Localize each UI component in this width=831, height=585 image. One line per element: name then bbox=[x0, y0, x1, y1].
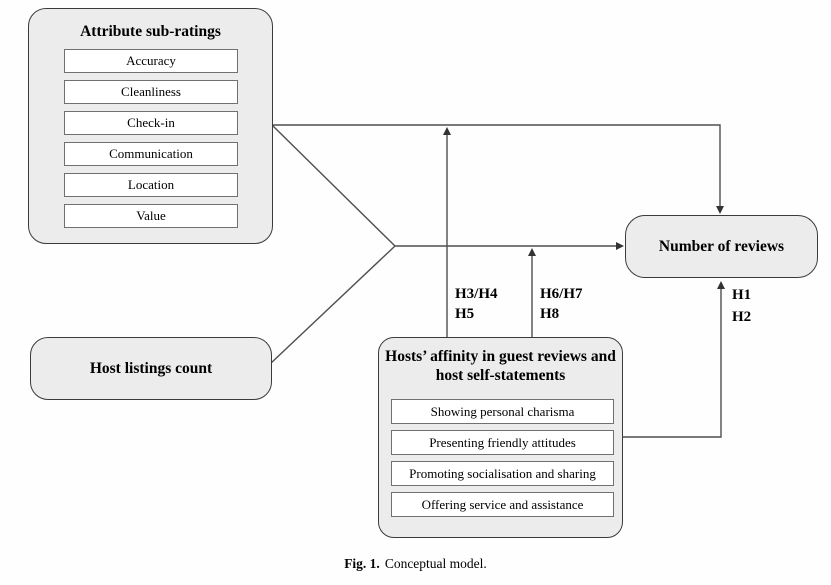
subrating-item-checkin: Check-in bbox=[64, 111, 238, 135]
host-listings-count-box: Host listings count bbox=[30, 337, 272, 400]
hypothesis-label-h1: H1 bbox=[732, 287, 752, 303]
hypothesis-label-h8: H8 bbox=[540, 306, 560, 322]
arrowhead-up-icon bbox=[528, 248, 536, 256]
subrating-item-accuracy: Accuracy bbox=[64, 49, 238, 73]
subrating-item-value: Value bbox=[64, 204, 238, 228]
arrowhead-right-icon bbox=[616, 242, 624, 250]
subrating-item-location: Location bbox=[64, 173, 238, 197]
hosts-affinity-box: Hosts’ affinity in guest reviews and hos… bbox=[378, 337, 623, 538]
hypothesis-label-h3h4: H3/H4 bbox=[455, 286, 498, 302]
arrowhead-up-icon bbox=[717, 281, 725, 289]
arrow-attr-to-reviews-top bbox=[272, 124, 721, 207]
hypothesis-label-h2: H2 bbox=[732, 309, 752, 325]
arrowhead-up-icon bbox=[443, 127, 451, 135]
figure-caption-text: Conceptual model. bbox=[384, 556, 487, 571]
line-attr-to-junction bbox=[271, 124, 396, 247]
subrating-item-cleanliness: Cleanliness bbox=[64, 80, 238, 104]
hypothesis-label-h6h7: H6/H7 bbox=[540, 286, 583, 302]
hypothesis-label-h5: H5 bbox=[455, 306, 475, 322]
number-of-reviews-title: Number of reviews bbox=[658, 237, 785, 255]
arrow-affinity-to-reviews-bottom bbox=[623, 288, 722, 438]
affinity-item-charisma: Showing personal charisma bbox=[391, 399, 614, 424]
host-listings-count-title: Host listings count bbox=[89, 359, 213, 377]
affinity-item-service: Offering service and assistance bbox=[391, 492, 614, 517]
affinity-item-friendly: Presenting friendly attitudes bbox=[391, 430, 614, 455]
hosts-affinity-title: Hosts’ affinity in guest reviews and hos… bbox=[385, 348, 616, 385]
number-of-reviews-box: Number of reviews bbox=[625, 215, 818, 278]
affinity-item-socialisation: Promoting socialisation and sharing bbox=[391, 461, 614, 486]
arrowhead-down-icon bbox=[716, 206, 724, 214]
line-hostlistings-to-junction bbox=[269, 245, 396, 365]
attribute-subratings-box: Attribute sub-ratings Accuracy Cleanline… bbox=[28, 8, 273, 244]
figure-caption: Fig. 1. Conceptual model. bbox=[0, 556, 831, 572]
attribute-subratings-title: Attribute sub-ratings bbox=[80, 23, 221, 40]
figure-caption-label: Fig. 1. bbox=[344, 556, 380, 571]
subrating-item-communication: Communication bbox=[64, 142, 238, 166]
